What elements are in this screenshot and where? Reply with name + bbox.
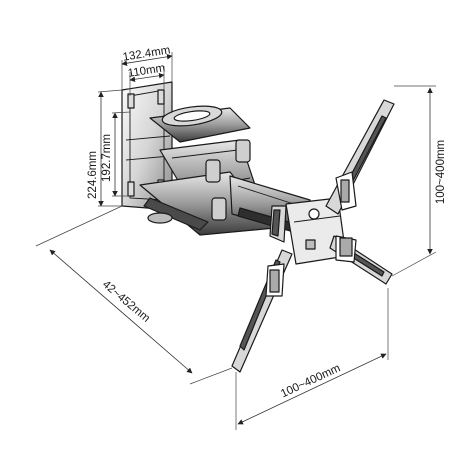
label-110mm: 110mm (127, 62, 166, 80)
vesa-x-plate (231, 99, 395, 373)
articulating-arms (139, 105, 311, 236)
label-224-6mm: 224.6mm (87, 151, 99, 199)
label-42-452mm: 42~452mm (100, 279, 152, 325)
dimension-vesa-vertical: 100~400mm (391, 85, 447, 277)
label-132-4mm: 132.4mm (122, 44, 171, 63)
label-100-400mm-vertical: 100~400mm (435, 140, 447, 204)
dimension-wall-plate-height: 224.6mm 192.7mm (87, 89, 131, 207)
label-192-7mm: 192.7mm (101, 134, 113, 182)
label-100-400mm-horizontal: 100~400mm (279, 362, 342, 400)
